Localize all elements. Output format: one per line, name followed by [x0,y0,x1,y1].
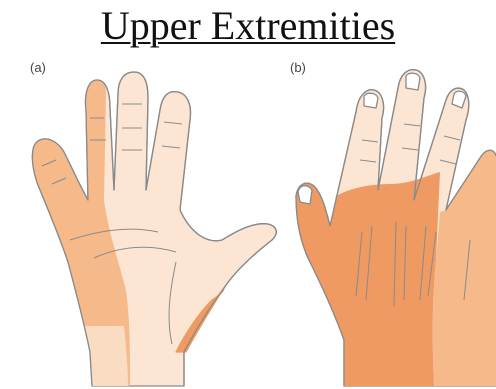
nail-middle [406,73,420,90]
palm-hand-a [32,72,276,386]
dorsal-hand-b [296,70,496,386]
nail-index [364,93,378,108]
nail-thumb [298,186,312,204]
